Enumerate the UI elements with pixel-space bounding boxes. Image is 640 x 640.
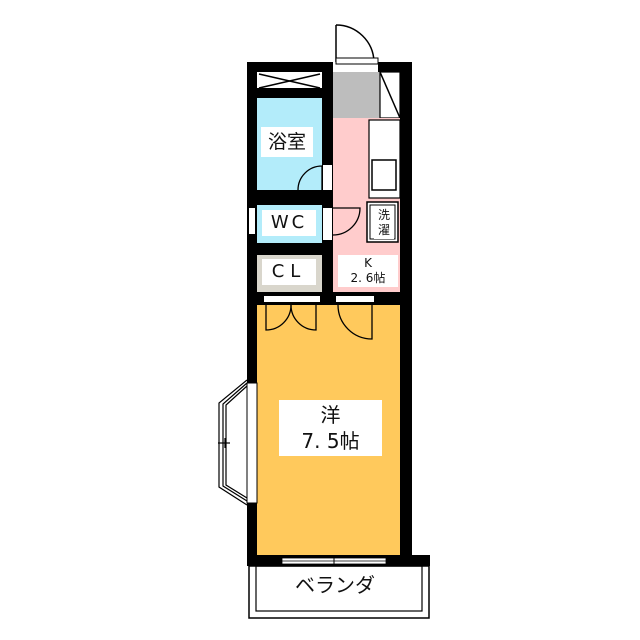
western-room-type: 洋 xyxy=(320,403,341,427)
western-room-label: 洋 7. 5帖 xyxy=(279,400,382,456)
bath-label: 浴室 xyxy=(261,127,313,157)
veranda-label: ベランダ xyxy=(295,573,375,597)
kitchen-label-letter: K xyxy=(364,256,372,270)
bath-door-icon xyxy=(297,165,323,191)
closet-door-icon xyxy=(265,304,317,331)
wc-door-icon xyxy=(332,207,361,236)
entrance-door-icon xyxy=(335,24,375,63)
sink-icon xyxy=(371,159,397,191)
kitchen-size: 2. 6帖 xyxy=(350,271,386,285)
western-room-size: 7. 5帖 xyxy=(301,429,360,453)
room-door-icon xyxy=(337,304,373,340)
wc-label: WC xyxy=(262,210,316,236)
closet-label: CL xyxy=(262,259,316,285)
entry-area xyxy=(333,72,380,118)
kitchen-label: K 2. 6帖 xyxy=(338,255,398,287)
laundry-label: 洗濯 xyxy=(374,207,394,239)
bay-window-icon xyxy=(218,379,248,506)
veranda-area xyxy=(248,565,430,619)
